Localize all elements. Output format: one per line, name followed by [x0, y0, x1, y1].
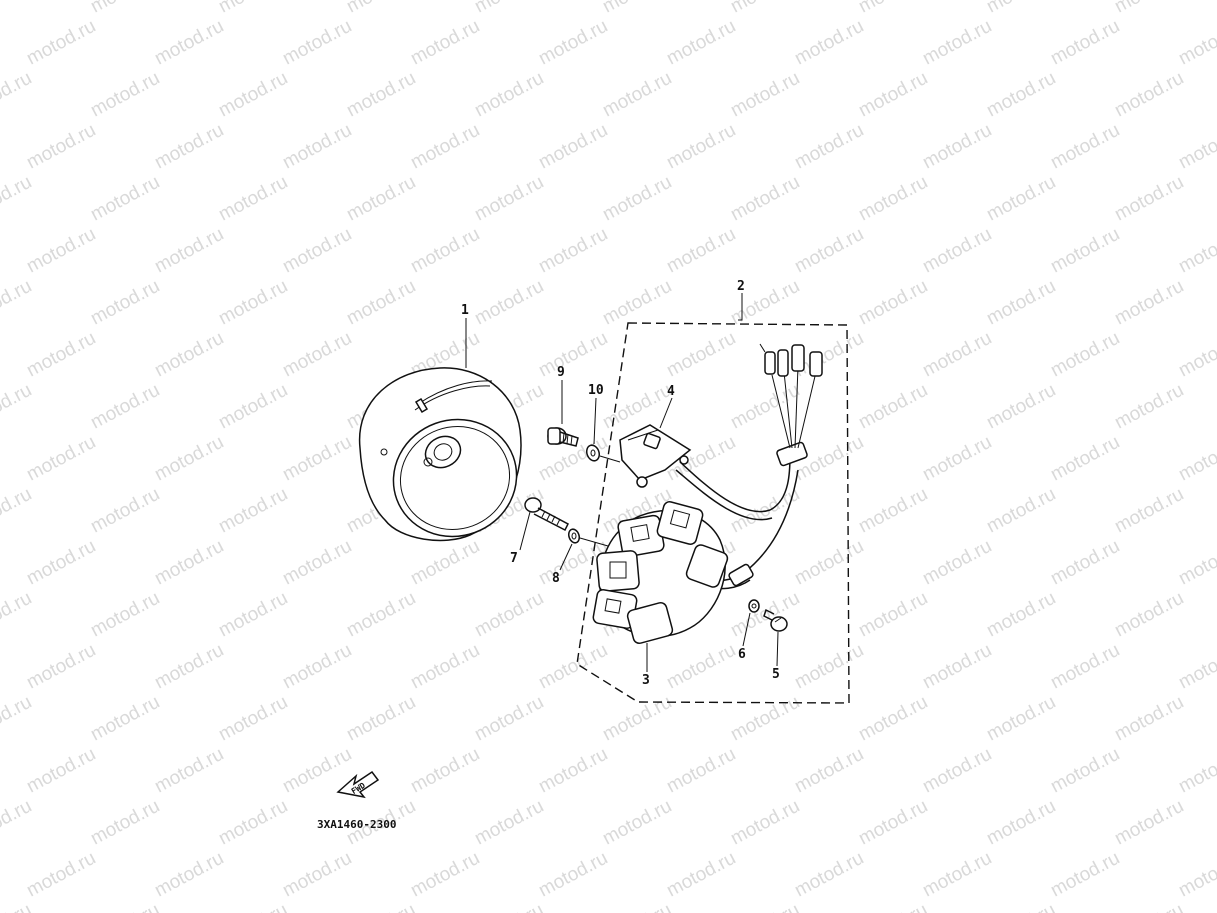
part-9-bolt[interactable] — [547, 427, 579, 447]
part-2-assembly-boundary — [576, 322, 850, 704]
part-6-washer[interactable] — [748, 599, 760, 613]
leader-10b — [599, 455, 621, 463]
part-7-screw[interactable] — [524, 497, 569, 532]
part-1-rotor[interactable] — [358, 367, 534, 554]
callout-8: 8 — [552, 571, 560, 586]
leader-2 — [738, 293, 743, 321]
callout-2: 2 — [737, 279, 745, 294]
part-3-stator[interactable] — [592, 500, 729, 644]
fwd-arrow-icon: FWD — [336, 770, 380, 799]
leader-5 — [776, 631, 779, 667]
diagram-code: 3XA1460-2300 — [317, 818, 396, 831]
leader-7 — [519, 511, 531, 551]
callout-4: 4 — [667, 384, 675, 399]
part-4-pickup-coil[interactable] — [619, 424, 692, 488]
wire-harness — [659, 343, 823, 590]
leader-10 — [593, 397, 597, 445]
part-10-washer[interactable] — [585, 443, 602, 462]
leader-8b — [579, 537, 609, 547]
leader-8 — [559, 543, 573, 571]
callout-9: 9 — [557, 365, 565, 380]
callout-6: 6 — [738, 647, 746, 662]
leader-4 — [659, 397, 673, 429]
callout-7: 7 — [510, 551, 518, 566]
part-8-washer[interactable] — [567, 528, 581, 545]
part-5-screw[interactable] — [763, 608, 788, 632]
callout-3: 3 — [642, 673, 650, 688]
callout-1: 1 — [461, 303, 469, 318]
callout-5: 5 — [772, 667, 780, 682]
callout-10: 10 — [588, 383, 604, 398]
leader-6 — [742, 612, 751, 647]
